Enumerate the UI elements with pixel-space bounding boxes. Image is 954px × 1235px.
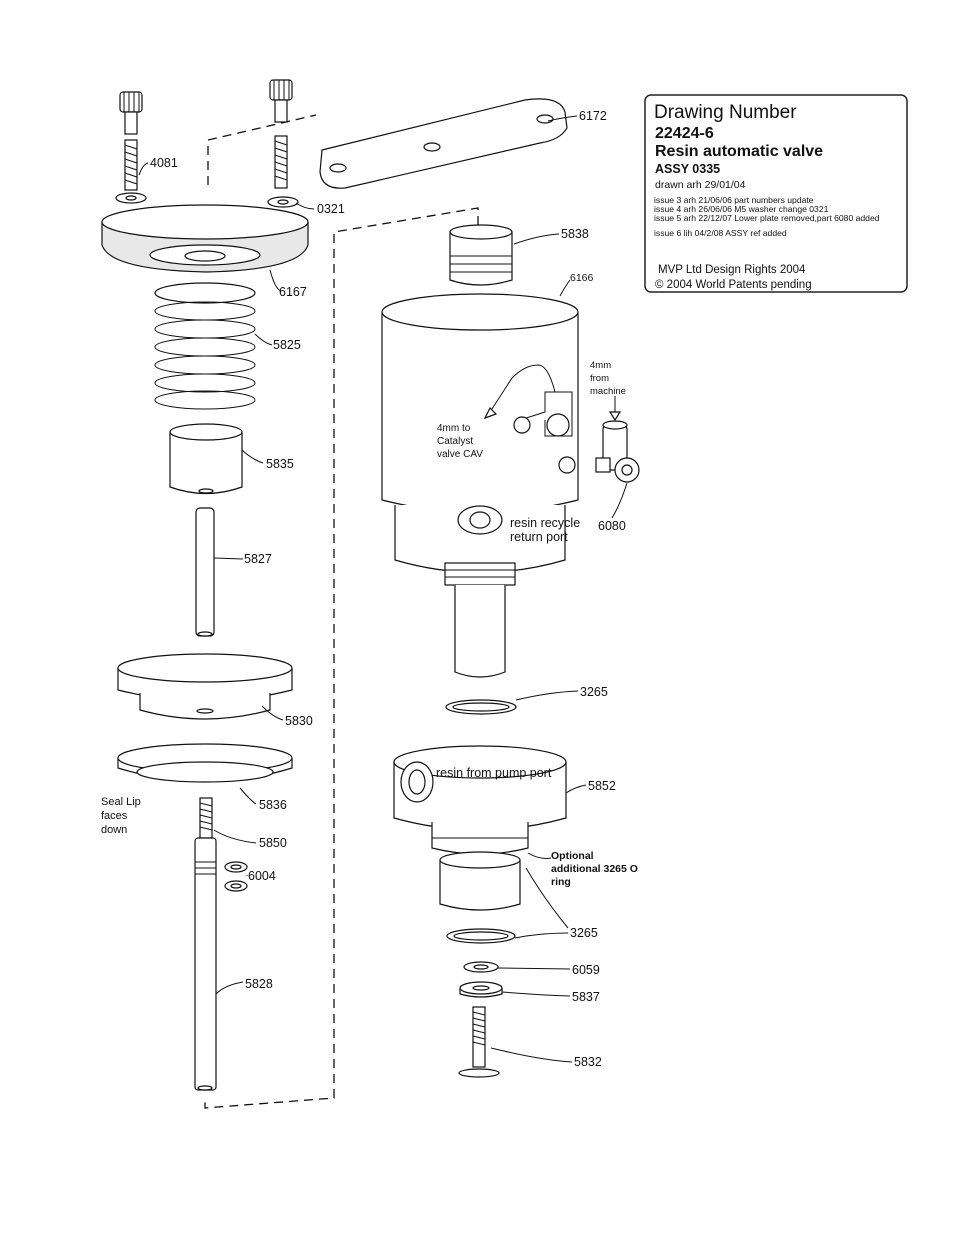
- label-5836: 5836: [259, 798, 287, 812]
- label-6167: 6167: [279, 285, 307, 299]
- seal-lip-note: Seal Lip: [101, 796, 141, 808]
- seal-5836: [117, 743, 293, 783]
- label-6004: 6004: [248, 869, 276, 883]
- from-machine-note: machine: [590, 386, 626, 397]
- to-catalyst-note: 4mm to: [437, 423, 471, 434]
- o-ring-3265-lower: [446, 928, 516, 944]
- label-5837: 5837: [572, 990, 600, 1004]
- label-6166: 6166: [570, 272, 594, 284]
- label-6059: 6059: [572, 963, 600, 977]
- pump-port-note: resin from pump port: [436, 766, 552, 780]
- cap-5837: [459, 981, 503, 998]
- title-block-heading: Drawing Number: [654, 102, 797, 123]
- label-6080: 6080: [598, 519, 626, 533]
- plate-6172: [319, 98, 568, 189]
- label-5830: 5830: [285, 714, 313, 728]
- bush-5835: [169, 423, 243, 495]
- washer-6059: [463, 961, 499, 973]
- recycle-port-note: resin recycle: [510, 516, 580, 530]
- label-5832: 5832: [574, 1055, 602, 1069]
- part-number-labels: 4081 6172 0321 6167 5825 5835 5827 5830 …: [150, 109, 626, 1069]
- title-block: Drawing Number 22424-6 Resin automatic v…: [644, 94, 908, 293]
- lower-body-5852: [393, 745, 567, 911]
- issue-line: issue 4 arh 26/06/06 M5 washer change 03…: [654, 204, 829, 214]
- body-6166: [381, 293, 579, 678]
- label-5827: 5827: [244, 552, 272, 566]
- label-5852: 5852: [588, 779, 616, 793]
- label-3265-lower: 3265: [570, 926, 598, 940]
- issue-line: issue 5 arh 22/12/07 Lower plate removed…: [654, 213, 880, 223]
- seal-lip-note: down: [101, 824, 127, 836]
- from-machine-note: 4mm: [590, 360, 611, 371]
- optional-ring-note: ring: [551, 876, 571, 888]
- annotations: Seal Lip faces down 4mm from machine 4mm…: [101, 360, 638, 888]
- drawing-number: 22424-6: [655, 125, 714, 142]
- cap-6167: [101, 204, 309, 273]
- screw-5832: [458, 1006, 500, 1078]
- from-machine-note: from: [590, 373, 609, 384]
- label-5835: 5835: [266, 457, 294, 471]
- optional-ring-note: additional 3265 O: [551, 863, 638, 875]
- shaft-5828: [194, 797, 217, 1091]
- guide-5830: [117, 653, 293, 720]
- optional-ring-note: Optional: [551, 850, 594, 862]
- label-5838: 5838: [561, 227, 589, 241]
- drawing-name: Resin automatic valve: [655, 143, 823, 160]
- rod-5827: [195, 507, 215, 637]
- o-rings-6004: [224, 861, 248, 892]
- to-catalyst-note: valve CAV: [437, 449, 483, 460]
- issue-line: issue 3 arh 21/06/06 part numbers update: [654, 195, 814, 205]
- label-5850: 5850: [259, 836, 287, 850]
- assembly-ref: ASSY 0335: [655, 162, 720, 176]
- fitting-6080: [595, 396, 640, 483]
- issue-line: issue 6 lih 04/2/08 ASSY ref added: [654, 228, 787, 238]
- screw-4081-right: [267, 79, 299, 208]
- recycle-port-note: return port: [510, 530, 568, 544]
- label-5825: 5825: [273, 338, 301, 352]
- spring-5825: [154, 282, 256, 410]
- screw-4081-left: [115, 91, 147, 204]
- label-3265-upper: 3265: [580, 685, 608, 699]
- label-4081: 4081: [150, 156, 178, 170]
- assembly-dashed-lines: [204, 114, 479, 1109]
- design-rights: MVP Ltd Design Rights 2004: [658, 264, 806, 276]
- drawn-by: drawn arh 29/01/04: [655, 179, 746, 191]
- label-6172: 6172: [579, 109, 607, 123]
- label-0321: 0321: [317, 202, 345, 216]
- seal-lip-note: faces: [101, 810, 128, 822]
- to-catalyst-note: Catalyst: [437, 436, 473, 447]
- copyright-notice: © 2004 World Patents pending: [655, 279, 812, 291]
- insert-5838: [449, 224, 513, 286]
- label-5828: 5828: [245, 977, 273, 991]
- leader-lines: [138, 115, 628, 1063]
- o-ring-3265-upper: [445, 699, 517, 715]
